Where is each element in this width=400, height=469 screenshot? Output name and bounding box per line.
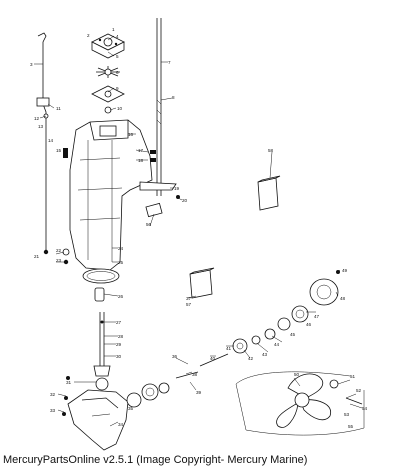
callout-18: 18 [138,158,144,163]
callout-8: 8 [172,95,175,100]
housing-hardware [62,148,180,265]
bearing-carrier [309,270,340,306]
callout-33: 33 [50,408,56,413]
callout-54: 54 [362,406,368,411]
callout-31: 31 [66,380,72,385]
gear-train [126,305,309,408]
callout-6: 6 [116,70,119,75]
callout-32: 32 [50,392,56,397]
callout-24: 24 [118,246,124,251]
callout-5: 5 [116,54,119,59]
callout-13: 13 [38,124,44,129]
callout-44: 44 [274,342,280,347]
callout-12: 12 [34,116,40,121]
driveshaft [93,312,111,391]
callout-1: 1 [112,27,115,32]
callout-41: 41 [226,346,232,351]
gearcase-housing [69,119,177,271]
callout-35: 35 [128,406,134,411]
callout-17: 17 [138,148,144,153]
callout-37: 37 [186,296,192,301]
callout-2: 2 [87,33,90,38]
callout-7: 7 [168,60,171,65]
callout-36: 36 [172,354,178,359]
callout-51: 51 [350,374,356,379]
callout-27: 27 [116,320,122,325]
callout-11: 11 [56,106,61,111]
callout-43: 43 [262,352,268,357]
callout-39: 39 [196,390,202,395]
callout-15: 15 [56,148,62,153]
callout-30: 30 [116,354,122,359]
callout-23: 23 [56,258,62,263]
callout-28: 28 [118,334,124,339]
callout-21: 21 [34,254,40,259]
callout-40: 40 [210,356,216,361]
lower-gearcase [62,376,129,451]
callout-46: 46 [306,322,312,327]
kit-box-51 [189,267,215,299]
callout-4: 4 [116,34,119,39]
propeller [235,371,365,436]
callout-10: 10 [117,106,123,111]
callout-9: 9 [116,86,119,91]
callout-49: 49 [342,268,348,273]
callout-16: 16 [128,132,134,137]
callout-45: 45 [290,332,296,337]
footer-copyright: MercuryPartsOnline v2.5.1 (Image Copyrig… [3,454,308,466]
kit-box-58 [257,175,281,211]
callout-14: 14 [48,138,54,143]
callout-22: 22 [56,248,62,253]
callout-labels: 1 2 3 4 5 6 7 8 9 10 11 12 13 14 15 16 1… [30,27,368,429]
shift-rod [36,32,50,255]
callout-3: 3 [30,62,33,67]
callout-53: 53 [344,412,350,417]
callout-52: 52 [356,388,362,393]
callout-50: 50 [294,372,300,377]
callout-48: 48 [340,296,346,301]
callout-38: 38 [192,372,198,377]
callout-55: 55 [348,424,354,429]
callout-58: 58 [268,148,274,153]
callout-47: 47 [314,314,320,319]
callout-56: 56 [146,222,152,227]
callout-57: 57 [186,302,192,307]
bushing [94,287,105,302]
callout-19: 19 [174,186,180,191]
callout-26: 26 [118,294,124,299]
driveshaft-stud [156,18,162,196]
leader-lines [34,35,363,427]
callout-25: 25 [118,260,124,265]
water-pump-assembly [91,33,125,114]
callout-20: 20 [182,198,188,203]
callout-29: 29 [116,342,122,347]
o-ring [82,268,120,284]
callout-34: 34 [118,422,124,427]
callout-42: 42 [248,356,254,361]
